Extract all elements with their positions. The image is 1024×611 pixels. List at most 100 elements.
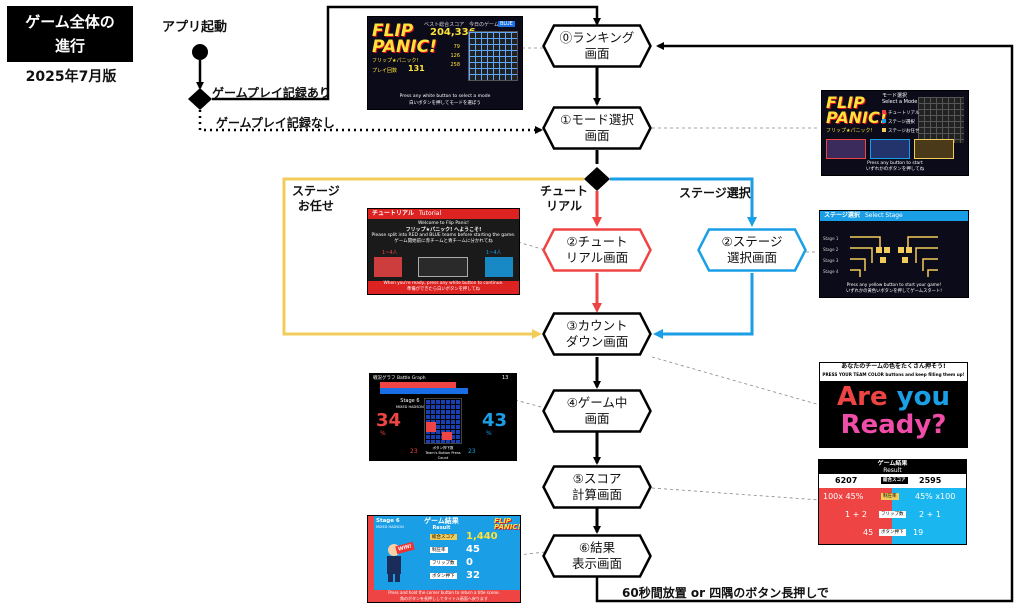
thumb-result-header-en: Result — [432, 525, 451, 531]
thumb-game-stage: Stage 6 MIXED HADSON — [396, 398, 424, 410]
node-game-line2: 画面 — [584, 411, 610, 426]
node-tutorial: ②チュートリアル画面 — [542, 228, 652, 272]
thumb-ranking-playcount-label: プレイ回数 — [372, 68, 398, 74]
thumb-countdown-you: you — [896, 382, 950, 412]
thumb-stage-footer1: Press any yellow button to start your ga… — [846, 283, 942, 288]
thumb-result-logo1: FLIP — [494, 517, 511, 525]
thumb-ranking-footer: Press any white button to select a mode … — [368, 93, 522, 109]
node-tutorial-line2: リアル画面 — [565, 250, 629, 265]
thumb-result-footer1: Press and hold the corner button to retu… — [388, 590, 500, 595]
thumb-mode-options: チュートリアル ステージ選択 ステージお任せ — [882, 109, 919, 136]
thumb-result-footer: Press and hold the corner button to retu… — [368, 590, 520, 602]
thumb-countdown-banner: あなたのチームの色をたくさん押そう! PRESS YOUR TEAM COLOR… — [820, 363, 967, 381]
node-countdown-line2: ダウン画面 — [565, 334, 629, 349]
thumb-mode-opt-auto-text: ステージお任せ — [888, 129, 920, 134]
thumb-ranking-v2: 126 — [450, 53, 460, 59]
thumb-tutorial-welcome-jp: フリップ★パニック! へようこそ! — [405, 227, 482, 233]
thumb-stage-left-list: Stage 1 Stage 2 Stage 3 Stage 4 — [823, 233, 838, 277]
thumb-stage-stage2: Stage 2 — [823, 247, 839, 252]
thumb-score-total-label: 総合スコア — [881, 477, 908, 484]
thumb-result-flip: 0 — [466, 557, 473, 568]
node-tutorial-line1: ②チュート — [566, 234, 628, 249]
thumb-stage-stage3: Stage 3 — [823, 258, 839, 263]
thumb-score-blue-press: 19 — [913, 528, 924, 537]
thumb-score-blue-flip: 2 + 1 — [919, 510, 941, 519]
thumb-stage-select: ステージ選択 Select Stage Stage 1 Stage 2 Stag… — [819, 210, 969, 298]
thumb-stage-header: ステージ選択 Select Stage — [820, 211, 968, 221]
thumb-tutorial-footer: When you're ready, press any white butto… — [368, 281, 519, 294]
thumb-game-header-jp: 戦況グラフ — [373, 376, 396, 381]
thumb-countdown-are: Are — [837, 382, 888, 412]
node-stage-line1: ②ステージ — [721, 234, 783, 249]
thumb-score: ゲーム結果 Result 6207 総合スコア 2595 100x 45% 制圧… — [818, 459, 967, 545]
node-countdown: ③カウントダウン画面 — [542, 312, 652, 356]
diagram-title-line1: ゲーム全体の — [25, 13, 115, 31]
node-ranking-line2: 画面 — [584, 46, 610, 61]
return-condition-label: 60秒間放置 or 四隅のボタン長押しで — [622, 586, 829, 600]
thumb-mode-logo-sub: フリップ★パニック! — [826, 128, 873, 134]
thumb-ranking: FLIP PANIC! フリップ★パニック! ベスト総合スコア 204,336 … — [367, 16, 523, 110]
node-game-line1: ④ゲーム中 — [566, 395, 628, 410]
thumb-ranking-footer2: 白いボタンを押してモードを選ぼう — [409, 101, 481, 106]
stage-auto-label-line1: ステージ — [292, 184, 340, 198]
version-label: 2025年7月版 — [25, 69, 117, 85]
thumb-tutorial-welcome-en: Welcome to Flip Panic! — [418, 221, 469, 226]
thumb-score-header: ゲーム結果 Result — [819, 460, 966, 474]
stage-select-branch-label: ステージ選択 — [679, 186, 751, 200]
thumb-score-press-label: ボタン押下 — [879, 529, 906, 536]
thumb-stage-header-jp: ステージ選択 — [824, 212, 860, 219]
thumb-game-blue-press: 23 — [468, 448, 476, 455]
thumb-tutorial-header-en: Tutorial — [419, 210, 442, 217]
thumb-tutorial-text: Welcome to Flip Panic! フリップ★パニック! へようこそ!… — [368, 221, 519, 245]
thumb-score-color-row: 100x 45% 制圧率 45% x100 — [819, 490, 966, 504]
thumb-ranking-team: BLUE — [498, 21, 515, 27]
thumb-score-red-total: 6207 — [835, 476, 858, 485]
node-game: ④ゲーム中画面 — [542, 389, 652, 433]
thumb-result-press: 32 — [466, 570, 480, 581]
thumb-result-stage-sub: MIXED HADSON — [376, 525, 404, 529]
thumb-mode-logo: FLIP PANIC! — [826, 95, 888, 127]
thumb-mode-card-auto — [914, 139, 954, 159]
stage-auto-label-line2: お任せ — [297, 199, 334, 213]
thumb-stage-header-en: Select Stage — [864, 212, 903, 219]
thumb-stage-footer2: いずれかの黄色いボタンを押してゲームスタート! — [846, 289, 942, 294]
thumb-ranking-grid — [468, 31, 518, 81]
node-score: ⑤スコア計算画面 — [542, 465, 652, 509]
thumb-game-press-label-en: Team's Button Press Count — [425, 451, 461, 460]
app-start-label: アプリ起動 — [162, 20, 228, 35]
thumb-mode-opt-tutorial-text: チュートリアル — [888, 111, 920, 116]
thumb-tutorial-split-jp: ゲーム開始前に赤チームと青チームに分かれてね — [394, 239, 493, 244]
node-countdown-line1: ③カウント — [566, 318, 628, 333]
stage-auto-label: ステージ お任せ — [292, 184, 340, 214]
thumb-ranking-logo-sub: フリップ★パニック! — [372, 58, 419, 64]
thumb-result-color-label: 制圧率 — [430, 547, 448, 553]
thumb-score-color-label: 制圧率 — [881, 493, 899, 500]
thumb-game: 戦況グラフ Battle Graph 13 Stage 6 MIXED HADS… — [369, 373, 517, 461]
thumb-mode-logo2: PANIC! — [826, 108, 888, 127]
thumb-ranking-logo1: FLIP — [372, 21, 414, 41]
thumb-ranking-v3: 258 — [450, 62, 460, 68]
thumb-mode-opt-auto: ステージお任せ — [882, 127, 919, 136]
thumb-result-footer2: 角のボタンを長押ししてタイトル画面へ戻ります — [400, 596, 488, 601]
tutorial-branch-line1: チュート — [540, 184, 589, 198]
thumb-tutorial-footer1: When you're ready, press any white butto… — [383, 281, 504, 286]
thumb-result-press-label: ボタン押下 — [430, 573, 457, 579]
thumb-score-red-press: 45 — [863, 528, 874, 537]
node-score-line2: 計算画面 — [571, 487, 622, 502]
thumb-result-header: ゲーム結果 Result — [424, 518, 459, 532]
tutorial-branch-label: チュート リアル — [540, 184, 588, 214]
node-ranking: ⓪ランキング画面 — [542, 24, 652, 68]
thumb-game-blue-pct-sign: % — [486, 430, 492, 437]
thumb-tutorial-header: チュートリアル Tutorial — [368, 209, 519, 219]
thumb-result-color: 45 — [466, 544, 480, 555]
thumb-result-logo: FLIP PANIC! — [494, 517, 520, 531]
thumb-stage-stage4: Stage 4 — [823, 269, 839, 274]
thumb-mode-opt-stage: ステージ選択 — [882, 118, 919, 127]
thumb-score-flip-row: 1 + 2 フリップ数 2 + 1 — [819, 508, 966, 522]
thumb-mode: FLIP PANIC! フリップ★パニック! モード選択 Select a Mo… — [821, 90, 969, 176]
thumb-game-red-cells — [426, 422, 436, 432]
thumb-game-stage-name: Stage 6 — [400, 398, 420, 404]
node-mode: ①モード選択画面 — [542, 106, 652, 150]
thumb-result-header-jp: ゲーム結果 — [424, 517, 459, 525]
